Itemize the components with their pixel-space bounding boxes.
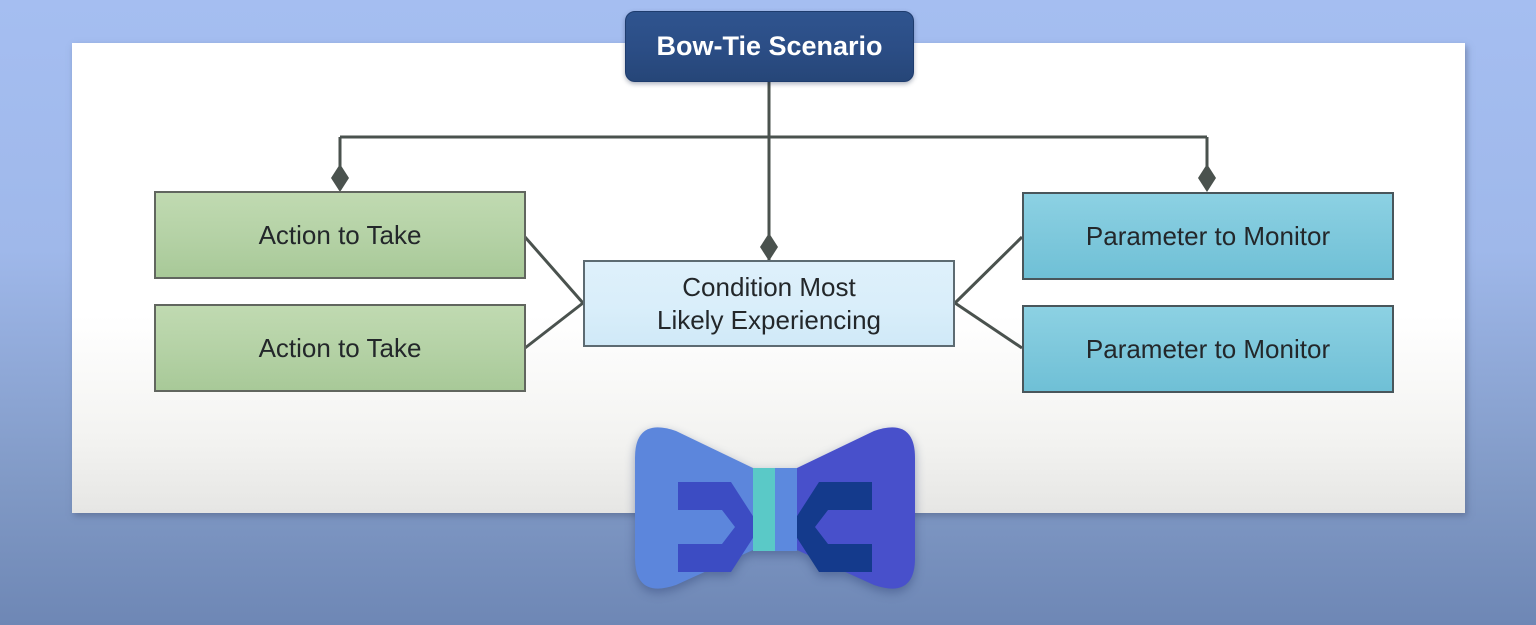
parameter1-to-center-connector <box>953 235 1024 305</box>
parameter-box-2-label: Parameter to Monitor <box>1085 333 1331 364</box>
center-condition-line2: Likely Experiencing <box>656 304 881 335</box>
action-box-1-label: Action to Take <box>258 219 422 250</box>
bow-tie-right-fold <box>790 482 872 572</box>
action-box-1: Action to Take <box>154 191 526 279</box>
parameter-box-1-label: Parameter to Monitor <box>1085 220 1331 251</box>
bow-tie-icon <box>635 427 915 589</box>
bow-tie-knot-right <box>775 468 797 551</box>
title-box: Bow-Tie Scenario <box>625 11 914 82</box>
bow-tie-left-fold <box>678 482 760 572</box>
parameter2-to-center-connector <box>954 301 1023 350</box>
diamond-arrow-center <box>760 233 778 261</box>
parameter-box-2: Parameter to Monitor <box>1022 305 1394 393</box>
diamond-arrow-right <box>1198 164 1216 192</box>
diamond-arrow-left <box>331 164 349 192</box>
action-box-2: Action to Take <box>154 304 526 392</box>
action1-to-center-connector <box>523 236 585 304</box>
center-condition-label: Condition Most Likely Experiencing <box>657 271 881 337</box>
center-condition-box: Condition Most Likely Experiencing <box>583 260 955 347</box>
title-label: Bow-Tie Scenario <box>656 31 883 61</box>
center-condition-line1: Condition Most <box>682 271 856 302</box>
bow-tie-knot-left <box>753 468 775 551</box>
parameter-box-1: Parameter to Monitor <box>1022 192 1394 280</box>
action2-to-center-connector <box>524 301 584 350</box>
action-box-2-label: Action to Take <box>258 332 422 363</box>
